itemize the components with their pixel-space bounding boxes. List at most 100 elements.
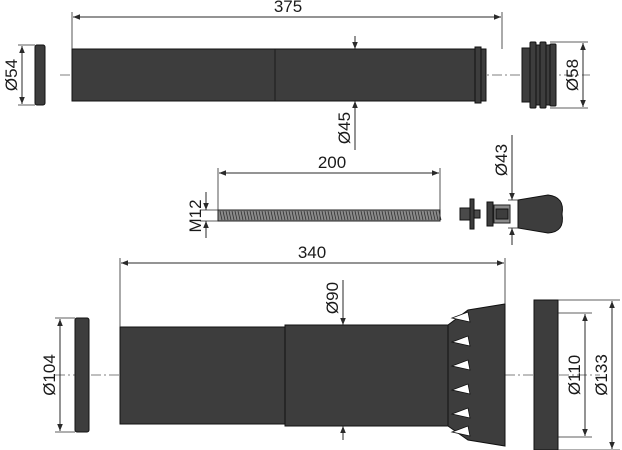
thread-mark <box>438 210 442 221</box>
top-right-seal <box>521 41 557 109</box>
dim-label-58: Ø58 <box>563 59 582 91</box>
thread-mark <box>243 210 247 221</box>
thread-mark <box>264 210 268 221</box>
dim-label-m12: M12 <box>186 199 205 232</box>
fastener-set <box>459 198 511 230</box>
bottom-pipe-right <box>284 324 451 427</box>
thread-mark <box>282 210 286 221</box>
thread-mark <box>345 210 349 221</box>
thread-mark <box>381 210 385 221</box>
thread-mark <box>288 210 292 221</box>
thread-mark <box>303 210 307 221</box>
thread-mark <box>258 210 262 221</box>
collar-fins <box>450 311 471 437</box>
bottom-pipe-collar <box>447 303 506 447</box>
thread-mark <box>435 210 439 221</box>
thread-mark <box>285 210 289 221</box>
thread-mark <box>369 210 373 221</box>
dim-label-110: Ø110 <box>565 355 584 395</box>
thread-mark <box>315 210 319 221</box>
collar-fin <box>450 425 471 437</box>
thread-mark <box>312 210 316 221</box>
thread-mark <box>309 210 313 221</box>
thread-mark <box>414 210 418 221</box>
thread-mark <box>402 210 406 221</box>
thread-mark <box>222 210 226 221</box>
thread-mark <box>321 210 325 221</box>
collar-fin <box>450 335 471 347</box>
dim-label-200: 200 <box>318 153 346 172</box>
thread-mark <box>273 210 277 221</box>
thread-mark <box>426 210 430 221</box>
thread-mark <box>255 210 259 221</box>
thread-mark <box>291 210 295 221</box>
thread-mark <box>423 210 427 221</box>
thread-mark <box>363 210 367 221</box>
conical-cap <box>517 194 563 234</box>
collar-fin <box>450 359 471 371</box>
thread-mark <box>417 210 421 221</box>
thread-mark <box>399 210 403 221</box>
thread-mark <box>330 210 334 221</box>
thread-mark <box>420 210 424 221</box>
thread-mark <box>372 210 376 221</box>
thread-mark <box>267 210 271 221</box>
thread-mark <box>384 210 388 221</box>
thread-mark <box>252 210 256 221</box>
thread-mark <box>354 210 358 221</box>
thread-mark <box>360 210 364 221</box>
thread-mark <box>333 210 337 221</box>
thread-mark <box>300 210 304 221</box>
thread-mark <box>318 210 322 221</box>
collar-fin <box>450 383 471 395</box>
thread-mark <box>387 210 391 221</box>
bottom-right-ring <box>533 299 559 450</box>
thread-mark <box>339 210 343 221</box>
thread-mark <box>327 210 331 221</box>
thread-mark <box>351 210 355 221</box>
thread-mark <box>231 210 235 221</box>
bottom-assembly: Ø104 340 Ø90 Ø110 Ø133 <box>40 243 620 450</box>
thread-mark <box>276 210 280 221</box>
top-assembly: Ø54 375 Ø45 Ø58 <box>2 0 590 150</box>
thread-mark <box>225 210 229 221</box>
thread-mark <box>279 210 283 221</box>
thread-mark <box>306 210 310 221</box>
thread-mark <box>240 210 244 221</box>
thread-mark <box>348 210 352 221</box>
thread-mark <box>270 210 274 221</box>
thread-mark <box>324 210 328 221</box>
thread-mark <box>294 210 298 221</box>
thread-mark <box>408 210 412 221</box>
top-pipe-ring <box>480 48 487 102</box>
thread-mark <box>228 210 232 221</box>
thread-mark <box>249 210 253 221</box>
thread-mark <box>342 210 346 221</box>
thread-mark <box>234 210 238 221</box>
thread-mark <box>297 210 301 221</box>
thread-mark <box>393 210 397 221</box>
collar-fin <box>450 311 471 323</box>
thread-mark <box>411 210 415 221</box>
bottom-left-seal <box>74 317 90 433</box>
thread-mark <box>366 210 370 221</box>
thread-mark <box>405 210 409 221</box>
dim-label-340: 340 <box>298 243 326 262</box>
thread-mark <box>429 210 433 221</box>
thread-mark <box>357 210 361 221</box>
dim-label-133: Ø133 <box>592 354 611 396</box>
thread-mark <box>432 210 436 221</box>
bottom-pipe-left <box>119 326 286 425</box>
thread-mark <box>261 210 265 221</box>
middle-assembly: 200 M12 Ø43 <box>186 135 563 245</box>
thread-mark <box>237 210 241 221</box>
dim-label-43: Ø43 <box>492 144 511 176</box>
collar-fin <box>450 407 471 419</box>
thread-mark <box>378 210 382 221</box>
thread-mark <box>375 210 379 221</box>
thread-mark <box>396 210 400 221</box>
dim-label-104: Ø104 <box>40 354 59 396</box>
top-pipe <box>71 48 476 102</box>
thread-mark <box>390 210 394 221</box>
